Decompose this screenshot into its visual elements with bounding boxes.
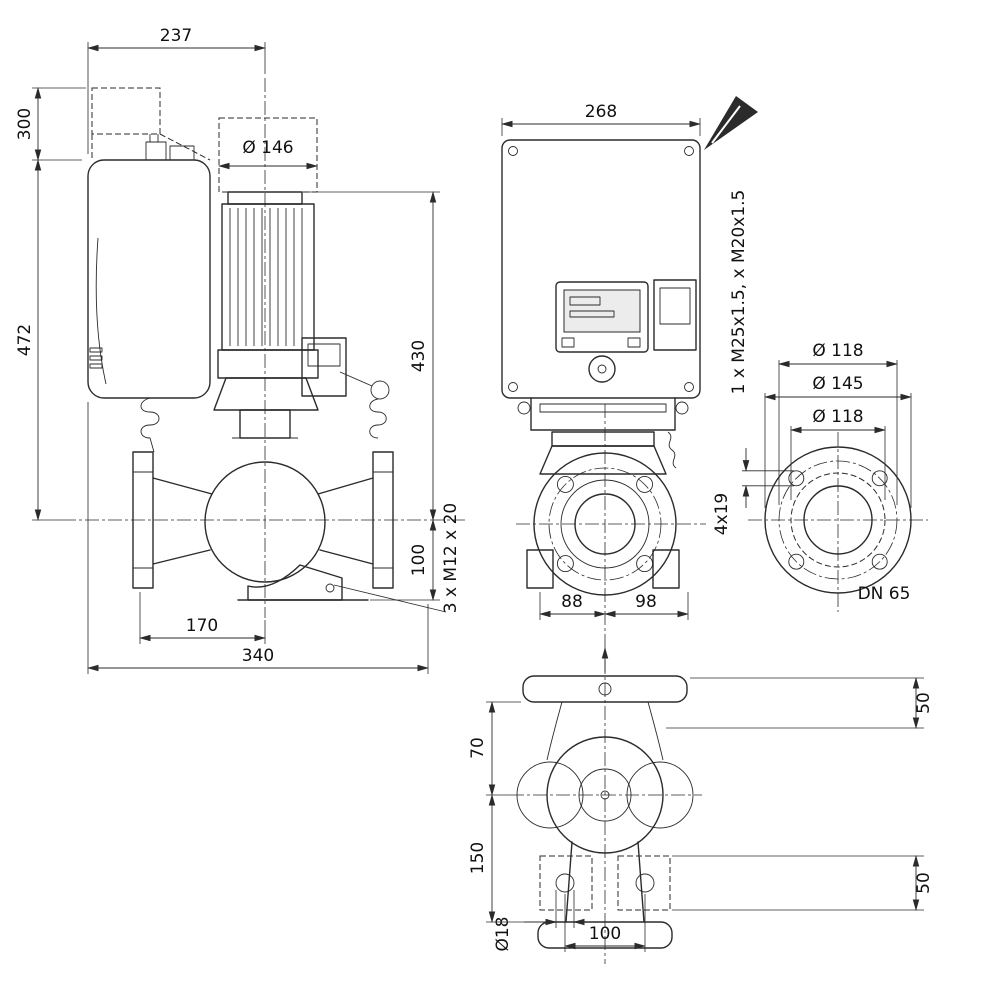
dim-cover-height: 300 (15, 108, 35, 140)
side-view-dimensions: 237 300 472 Ø 146 430 100 3 x M12 x 20 1… (15, 26, 461, 674)
dim-foot-hole-diameter: Ø18 (493, 916, 513, 951)
dim-outer-diameter: Ø 145 (812, 374, 863, 394)
dim-suction-to-center: 170 (186, 616, 218, 636)
note-cable-glands: 1 x M25x1.5, x M20x1.5 (729, 190, 749, 395)
side-view (62, 78, 465, 618)
dim-foot-hole-spacing: 100 (589, 924, 621, 944)
dim-center-to-base: 100 (409, 544, 429, 576)
dim-center-to-top-flange: 70 (468, 737, 488, 759)
dim-inner-diameter: Ø 118 (812, 407, 863, 427)
dim-motor-diameter: Ø 146 (242, 138, 293, 158)
note-foot-thread: 3 x M12 x 20 (441, 503, 461, 613)
dim-motor-height: 430 (409, 340, 429, 372)
dim-center-to-bottom-flange: 150 (468, 842, 488, 874)
dim-overall-length: 340 (242, 646, 274, 666)
flange-view: Ø 118 Ø 145 Ø 118 4x19 DN 65 (712, 341, 928, 612)
dim-module-width: 237 (160, 26, 192, 46)
dim-box-width: 268 (585, 102, 617, 122)
front-view: 268 (501, 96, 758, 650)
dim-right-of-center: 98 (635, 592, 657, 612)
top-view: 50 70 150 50 100 Ø18 (468, 647, 934, 964)
dim-bolt-circle: Ø 118 (812, 341, 863, 361)
dim-foot-pad-height: 50 (914, 872, 934, 894)
note-bolt-holes: 4x19 (712, 493, 732, 536)
dim-overall-height: 472 (15, 324, 35, 356)
dim-left-of-center: 88 (561, 592, 583, 612)
label-nominal-diameter: DN 65 (858, 584, 911, 604)
dim-port-offset: 50 (914, 692, 934, 714)
